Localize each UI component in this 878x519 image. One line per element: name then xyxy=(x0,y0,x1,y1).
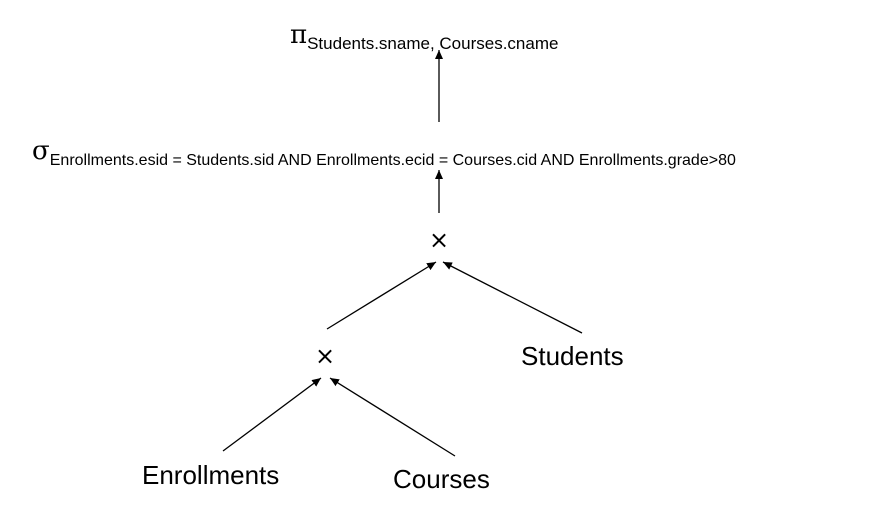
selection-condition: Enrollments.esid = Students.sid AND Enro… xyxy=(49,152,736,169)
edge-students-to-top-join xyxy=(442,261,583,334)
projection-node: πStudents.sname, Courses.cname xyxy=(290,20,558,52)
relation-courses: Courses xyxy=(393,464,490,494)
projection-symbol: π xyxy=(290,20,308,50)
edge-courses-to-bottom-join xyxy=(329,377,456,457)
selection-symbol: σ xyxy=(32,136,50,166)
relation-enrollments: Enrollments xyxy=(142,460,280,490)
projection-attributes: Students.sname, Courses.cname xyxy=(307,34,559,53)
cross-product-bottom: × xyxy=(315,342,336,370)
edge-enrollments-to-bottom-join xyxy=(222,377,322,452)
edge-bottom-join-to-top-join xyxy=(326,261,437,330)
cross-product-top: × xyxy=(429,226,450,254)
relation-students: Students xyxy=(521,341,624,371)
selection-node: σEnrollments.esid = Students.sid AND Enr… xyxy=(32,136,736,169)
